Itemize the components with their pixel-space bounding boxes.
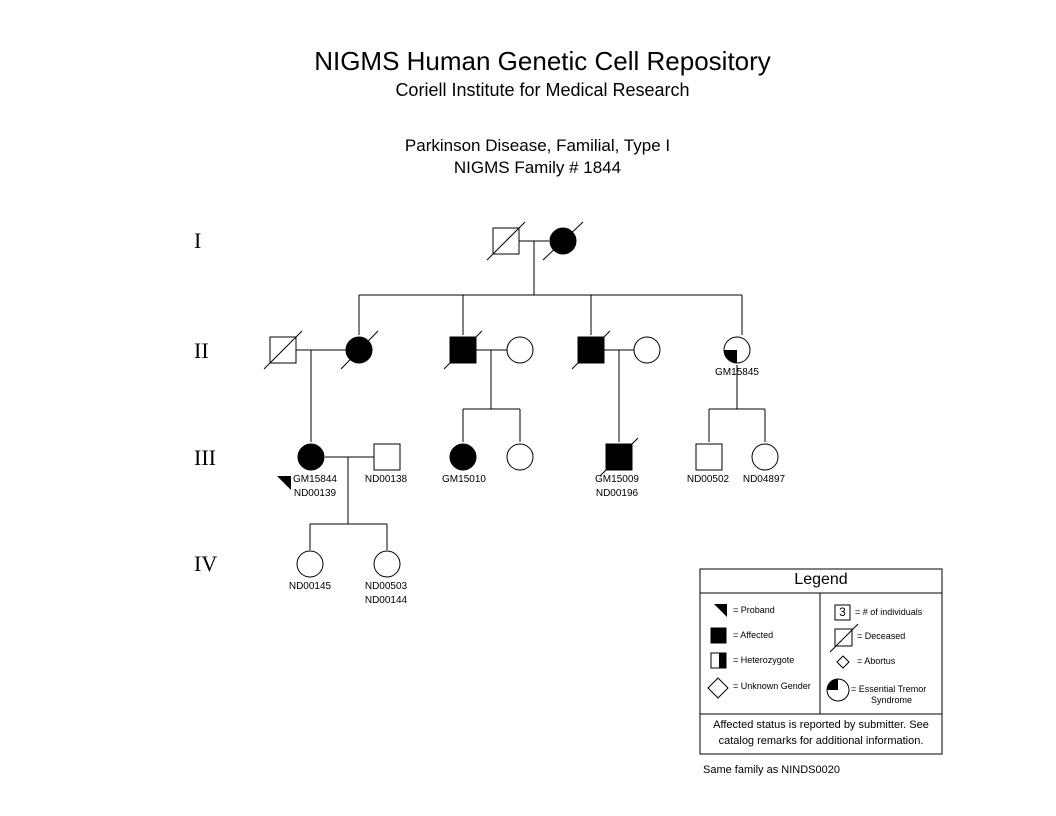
legend-title: Legend (794, 571, 848, 588)
footer-note: Same family as NINDS0020 (703, 764, 840, 776)
label-nd00196: ND00196 (595, 488, 639, 499)
label-nd00139: ND00139 (293, 488, 337, 499)
label-nd00502: ND00502 (686, 474, 730, 485)
legend-abortus-icon (836, 655, 850, 669)
deceased-slash (599, 437, 639, 477)
generation-label-i: I (194, 228, 202, 253)
legend-abortus-label: = Abortus (857, 656, 896, 666)
legend-deceased-label: = Deceased (857, 631, 906, 641)
legend-deceased-icon (834, 628, 853, 647)
legend-count-label: = # of individuals (855, 607, 923, 617)
legend-count-number: 3 (839, 605, 846, 619)
legend-deceased-slash (829, 623, 859, 653)
legend-proband-label: = Proband (733, 605, 775, 615)
disease-name: Parkinson Disease, Familial, Type I (404, 136, 671, 155)
label-nd00138: ND00138 (364, 474, 408, 485)
page-title: NIGMS Human Genetic Cell Repository (314, 46, 771, 76)
family-number: NIGMS Family # 1844 (453, 158, 622, 177)
legend-tremor-label-2: Syndrome (871, 695, 913, 705)
legend-tremor-quadrant (827, 679, 838, 690)
deceased-slash (443, 330, 483, 370)
generation-label-ii: II (194, 338, 209, 363)
female-unaffected (296, 550, 324, 578)
female-affected (449, 443, 477, 471)
page-subtitle: Coriell Institute for Medical Research (395, 80, 690, 100)
female-unaffected (633, 336, 661, 364)
label-gm15845: GM15845 (715, 367, 759, 378)
label-gm15009: GM15009 (595, 474, 639, 485)
legend-affected-icon (710, 627, 727, 644)
generation-label-iii: III (194, 445, 216, 470)
female-unaffected (506, 443, 534, 471)
legend-tremor-label: = Essential Tremor (851, 684, 927, 694)
label-nd00144: ND00144 (364, 595, 408, 606)
female-unaffected (506, 336, 534, 364)
legend-heterozygote-label: = Heterozygote (733, 655, 795, 665)
male-spouse (373, 443, 401, 471)
legend-note-2: catalog remarks for additional informati… (718, 735, 924, 747)
label-gm15844: GM15844 (293, 474, 337, 485)
label-nd00503: ND00503 (364, 581, 408, 592)
legend-affected-label: = Affected (733, 630, 774, 640)
female-unaffected (751, 443, 779, 471)
legend-proband-icon (714, 604, 727, 617)
label-nd00145: ND00145 (288, 581, 332, 592)
label-gm15010: GM15010 (442, 474, 486, 485)
deceased-slash (263, 330, 303, 370)
legend-count-icon (834, 604, 851, 621)
male-unaffected (695, 443, 723, 471)
deceased-slash (486, 221, 526, 261)
legend-note-1: Affected status is reported by submitter… (713, 719, 929, 731)
deceased-slash (542, 221, 584, 261)
deceased-slash (571, 330, 611, 370)
label-nd04897: ND04897 (742, 474, 786, 485)
legend-heterozygote-fill (719, 653, 726, 668)
legend-unknown-gender-icon (707, 677, 729, 699)
generation-label-iv: IV (194, 551, 218, 576)
legend-unknown-gender-label: = Unknown Gender (733, 681, 811, 691)
deceased-slash (340, 330, 379, 370)
proband-arrow (277, 476, 291, 490)
female-unaffected (373, 550, 401, 578)
legend-box (699, 568, 943, 755)
tremor-quadrant (724, 350, 737, 363)
proband-female-affected (297, 443, 325, 471)
